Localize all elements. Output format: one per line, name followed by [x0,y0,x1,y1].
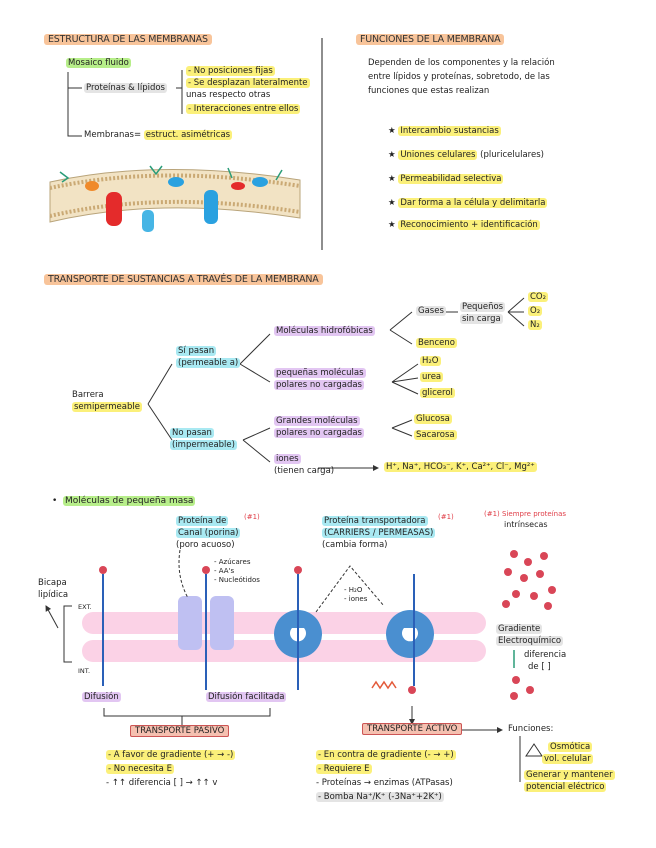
bullet-3: unas respecto otras [186,90,271,100]
canal-list-1: - Azúcares [214,558,251,566]
hidrofobicas: Moléculas hidrofóbicas [274,326,375,336]
fun-1: Osmótica [548,742,593,752]
siempre-1: (#1) Siempre proteínas [484,510,567,518]
canal-list-2: - AA's [214,567,235,575]
pasivo-list-1: - A favor de gradiente (+ → -) [106,750,236,760]
grandes-2: polares no cargadas [274,428,364,438]
trans-mark: (#1) [438,513,454,521]
canal-mark: (#1) [244,513,260,521]
membrane-illustration [49,165,301,232]
ext-label: EXT. [78,603,92,611]
function-item-5: ★ Reconocimiento + identificación [388,220,540,230]
barrera-1: Barrera [72,390,104,400]
function-item-2: ★ Uniones celulares (pluricelulares) [388,150,544,160]
pasivo-list-2: - No necesita E [106,764,174,774]
gradiente-2: Electroquímico [496,636,564,646]
peq-glicerol: glicerol [420,388,455,398]
trans-3: (cambia forma) [322,540,388,550]
iones-list: H⁺, Na⁺, HCO₃⁻, K⁺, Ca²⁺, Cl⁻, Mg²⁺ [384,462,537,472]
intro-line-3: funciones que estas realizan [368,86,490,96]
difusion-label: Difusión [82,692,121,702]
barrera-2: semipermeable [72,402,142,412]
gradient-dots [502,550,556,700]
function-item-1: ★ Intercambio sustancias [388,126,501,136]
trans-1: Proteína transportadora [322,516,428,526]
trans-list-1: - H₂O [344,586,363,594]
diferencia-2: de [ ] [528,662,551,672]
bicapa-2: lipídica [38,590,69,600]
int-label: INT. [78,667,91,675]
activo-list-1: - En contra de gradiente (- → +) [316,750,456,760]
membranas-line: Membranas= estruct. asimétricas [84,130,233,140]
canal-2: Canal (porina) [176,528,241,538]
trans-list-2: - iones [344,595,368,603]
canal-3: (poro acuoso) [176,540,235,550]
fun-2: vol. celular [542,754,593,764]
trans-2: (CARRIERS / PERMEASAS) [322,528,436,538]
bullet-4: - Interacciones entre ellos [186,104,301,114]
mosaic-label: Mosaico fluido [66,58,131,68]
fun-4: potencial eléctrico [524,782,607,792]
si-pasan-sub: (permeable a) [176,358,241,368]
funciones-label: Funciones: [508,724,554,734]
fun-3: Generar y mantener [524,770,615,780]
canal-list-3: - Nucleótidos [214,576,260,584]
activo-list-3: - Proteínas → enzimas (ATPasas) [316,778,453,788]
peq-polares-1: pequeñas moléculas [274,368,366,378]
pasivo-list-3: - ↑↑ diferencia [ ] → ↑↑ v [106,778,218,788]
iones-1: iones [274,454,301,464]
bicapa-1: Bicapa [38,578,67,588]
canal-1: Proteína de [176,516,229,526]
function-item-4: ★ Dar forma a la célula y delimitarla [388,198,548,208]
bullet-2: - Se desplazan lateralmente [186,78,310,88]
activo-list-4: - Bomba Na⁺/K⁺ (-3Na⁺+2K⁺) [316,792,444,802]
no-pasan: No pasan [170,428,214,438]
gas-n2: N₂ [528,320,542,330]
function-item-3: ★ Permeabilidad selectiva [388,174,504,184]
prot-lip-label: Proteínas & lípidos [84,83,167,93]
siempre-2: intrínsecas [504,520,548,529]
iones-2: (tienen carga) [274,466,335,476]
gas-co2: CO₂ [528,292,549,302]
pequenos-1: Pequeños [460,302,506,312]
intro-line-1: Dependen de los componentes y la relació… [368,58,555,68]
grandes-glucosa: Glucosa [414,414,452,424]
intro-line-2: entre lípidos y proteínas, sobretodo, de… [368,72,550,82]
peq-urea: urea [420,372,444,382]
section-title-transporte: TRANSPORTE DE SUSTANCIAS A TRAVÉS DE LA … [44,274,323,285]
gradiente-1: Gradiente [496,624,543,634]
si-pasan: Sí pasan [176,346,217,356]
section-title-funciones: FUNCIONES DE LA MEMBRANA [356,34,505,45]
gas-o2: O₂ [528,306,543,316]
pasivo-box: TRANSPORTE PASIVO [130,725,230,737]
bullet-1: - No posiciones fijas [186,66,275,76]
peq-polares-2: polares no cargadas [274,380,364,390]
no-pasan-sub: (impermeable) [170,440,237,450]
activo-list-2: - Requiere E [316,764,372,774]
small-molecules-bullet: • Moléculas de pequeña masa [52,496,196,506]
section-title-estructura: ESTRUCTURA DE LAS MEMBRANAS [44,34,212,45]
difusion-facil-label: Difusión facilitada [206,692,287,702]
grandes-sacarosa: Sacarosa [414,430,457,440]
peq-h2o: H₂O [420,356,441,366]
pequenos-2: sin carga [460,314,503,324]
grandes-1: Grandes moléculas [274,416,360,426]
gases: Gases [416,306,446,316]
activo-box: TRANSPORTE ACTIVO [362,723,463,735]
diferencia-1: diferencia [524,650,567,660]
benceno: Benceno [416,338,457,348]
